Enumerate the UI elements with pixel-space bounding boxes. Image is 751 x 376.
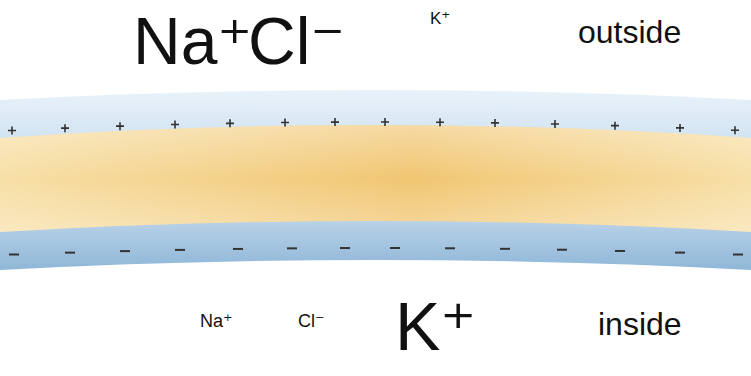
side-label: outside xyxy=(578,16,681,48)
minus-sign xyxy=(287,247,297,249)
minus-sign xyxy=(65,252,75,254)
plus-sign xyxy=(331,118,339,126)
ion-label: Na⁺ xyxy=(200,312,233,330)
minus-sign xyxy=(557,249,567,251)
plus-sign xyxy=(551,120,559,128)
ion-label: K⁺ xyxy=(395,292,476,360)
minus-sign xyxy=(175,249,185,251)
plus-sign xyxy=(731,126,739,134)
minus-sign xyxy=(120,250,130,252)
lipid-core-shade xyxy=(0,125,751,232)
ion-label: Cl⁻ xyxy=(298,312,325,330)
plus-sign xyxy=(61,124,69,132)
side-label: inside xyxy=(598,308,682,340)
minus-sign xyxy=(615,250,625,252)
minus-sign xyxy=(675,252,685,254)
ion-label: K⁺ xyxy=(430,10,450,27)
plus-sign xyxy=(116,122,124,130)
minus-sign xyxy=(390,247,400,249)
plus-sign xyxy=(8,126,16,134)
plus-sign xyxy=(676,124,684,132)
plus-sign xyxy=(491,119,499,127)
positive-charges xyxy=(8,118,739,134)
minus-sign xyxy=(340,247,350,249)
minus-sign xyxy=(233,248,243,250)
minus-sign xyxy=(733,254,743,256)
negative-charges xyxy=(9,248,743,255)
lipid-core xyxy=(0,125,751,232)
plus-sign xyxy=(381,118,389,126)
minus-sign xyxy=(445,247,455,249)
plus-sign xyxy=(611,122,619,130)
plus-sign xyxy=(226,119,234,127)
plus-sign xyxy=(436,118,444,126)
minus-sign xyxy=(500,248,510,250)
plus-sign xyxy=(281,119,289,127)
ion-label: Na⁺ xyxy=(133,8,252,74)
ion-label: Cl⁻ xyxy=(248,8,345,74)
plus-sign xyxy=(171,121,179,129)
minus-sign xyxy=(9,253,19,255)
